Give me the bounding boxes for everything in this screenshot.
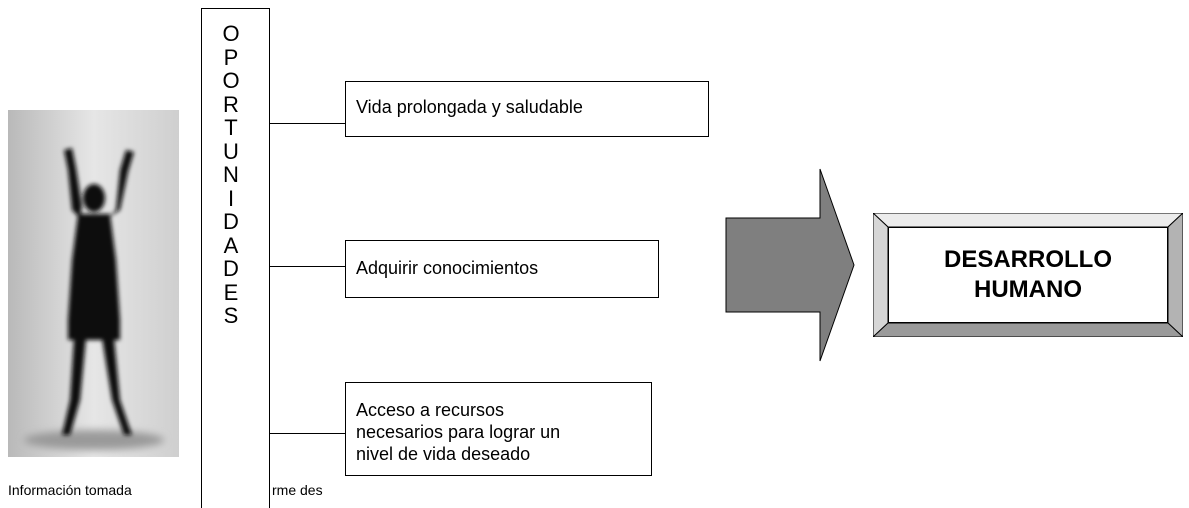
connector-2 xyxy=(270,266,345,267)
source-caption: Información tomada rme des xyxy=(8,482,323,498)
connector-3 xyxy=(270,433,345,434)
opportunity-text: Adquirir conocimientos xyxy=(356,258,539,278)
column-letter: I xyxy=(227,185,235,211)
column-letter: S xyxy=(223,303,239,328)
result-title-line2: HUMANO xyxy=(974,276,1082,303)
column-letter: A xyxy=(223,232,239,258)
opportunity-line: Acceso a recursos xyxy=(356,400,505,420)
column-letter: E xyxy=(223,279,239,305)
opportunities-column-letters: O P O R T U N I D A D E S xyxy=(201,22,261,328)
opportunity-box-health: Vida prolongada y saludable xyxy=(345,81,709,137)
caption-left: Información tomada xyxy=(8,482,132,498)
column-letter: P xyxy=(223,44,239,70)
opportunity-box-knowledge: Adquirir conocimientos xyxy=(345,240,659,298)
connector-1 xyxy=(270,123,345,124)
caption-right: rme des xyxy=(272,482,323,498)
opportunity-box-resources: Acceso a recursos necesarios para lograr… xyxy=(345,382,652,476)
result-bevel-frame xyxy=(873,213,1183,337)
column-letter: R xyxy=(223,91,239,117)
column-letter: O xyxy=(222,68,240,93)
result-title-line1: DESARROLLO xyxy=(944,246,1112,273)
person-silhouette-photo xyxy=(8,110,179,457)
column-letter: O xyxy=(222,21,240,46)
opportunities-column xyxy=(201,8,270,508)
opportunity-line: nivel de vida deseado xyxy=(356,444,531,464)
result-box: DESARROLLO HUMANO xyxy=(888,227,1168,323)
column-letter: D xyxy=(223,256,239,281)
column-letter: U xyxy=(223,138,239,164)
opportunity-text: Vida prolongada y saludable xyxy=(356,97,583,117)
right-arrow-icon xyxy=(725,168,855,362)
column-letter: T xyxy=(224,115,238,140)
opportunity-line: necesarios para lograr un xyxy=(356,422,561,442)
column-letter: D xyxy=(223,209,239,234)
column-letter: N xyxy=(223,162,239,187)
